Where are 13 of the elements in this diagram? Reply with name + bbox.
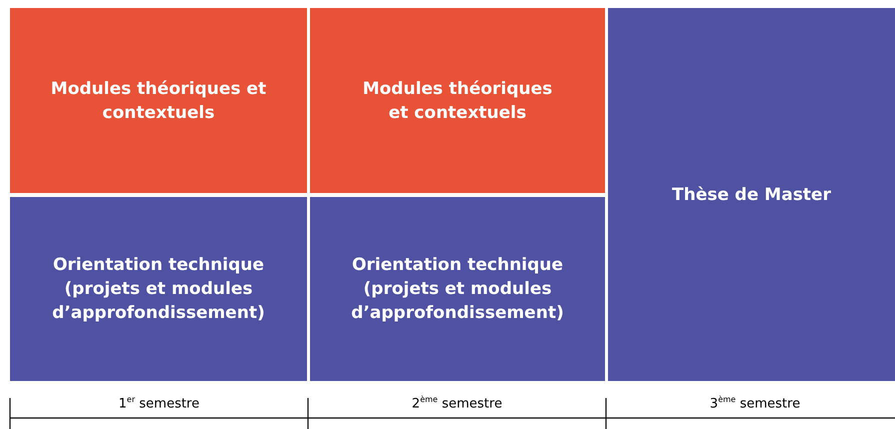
module-block — [310, 8, 605, 193]
module-block — [10, 8, 307, 193]
block-title: Thèse de Master — [672, 184, 831, 206]
block-title: Orientation technique (projets et modules d’approfondissement) — [51, 254, 266, 325]
module-block — [608, 8, 895, 381]
block-title: Orientation technique (projets et modules d’approfondissement) — [350, 254, 565, 325]
semester-label: 1$^{er}$ semestre — [118, 395, 200, 412]
module-block — [10, 197, 307, 381]
semester-label: 3$^{ème}$ semestre — [708, 395, 802, 412]
block-title: Modules théoriques et contextuels — [362, 78, 554, 124]
semester-label: 2$^{ème}$ semestre — [410, 395, 504, 412]
module-block — [310, 197, 605, 381]
block-title: Modules théoriques et contextuels — [50, 78, 267, 124]
